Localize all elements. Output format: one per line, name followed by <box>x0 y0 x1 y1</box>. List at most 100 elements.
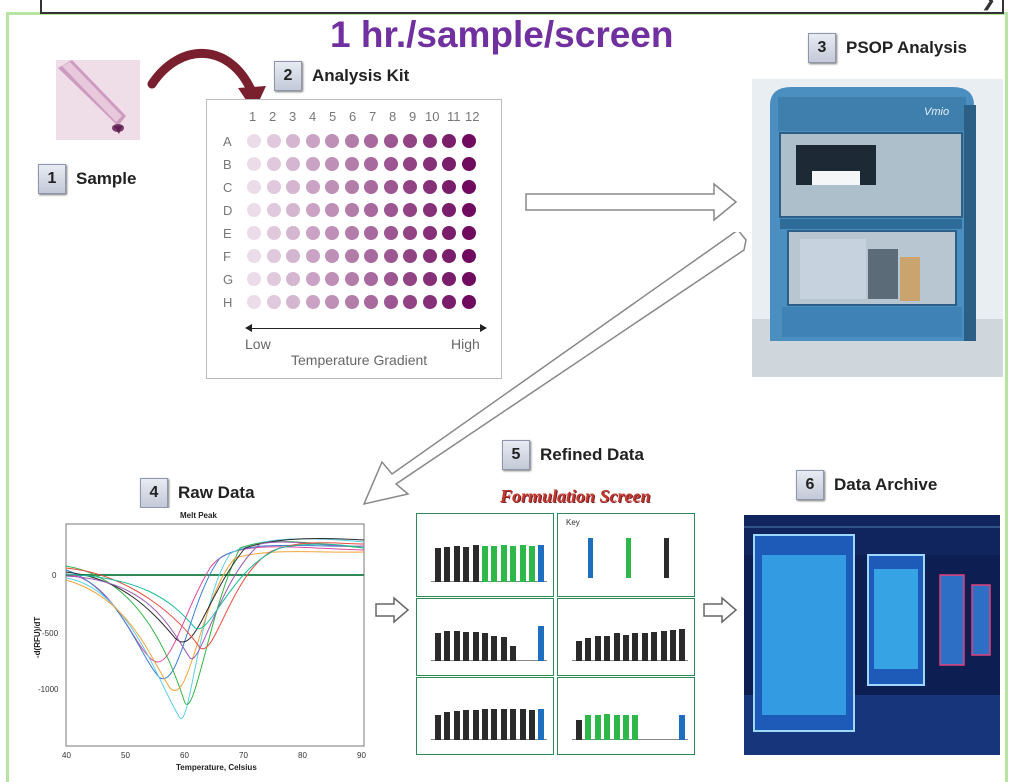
plate-well <box>305 134 320 148</box>
formulation-screen-title: Formulation Screen <box>500 486 651 506</box>
plate-well <box>383 226 398 240</box>
plate-well <box>364 180 378 194</box>
plate-row-label: G <box>223 272 234 287</box>
step-2: 2 Analysis Kit <box>274 61 409 91</box>
mini-bar <box>594 636 601 661</box>
plate-well <box>266 203 281 217</box>
refined-chart-4 <box>416 677 554 755</box>
plate-well <box>383 295 398 309</box>
plate-well <box>266 249 281 263</box>
mini-bar <box>529 710 535 740</box>
mini-bar <box>641 633 648 661</box>
plate-well <box>247 295 261 309</box>
plate-well <box>442 295 456 309</box>
mini-axis <box>431 660 547 661</box>
key-bar-blue <box>588 538 593 578</box>
plate-well <box>403 134 417 148</box>
step-5: 5 Refined Data <box>502 440 644 470</box>
plate-column-label: 10 <box>425 109 440 124</box>
plate-column-label: 12 <box>465 109 480 124</box>
plate-well <box>383 249 398 263</box>
plate-well <box>286 295 300 309</box>
step-badge: 3 <box>808 33 836 63</box>
plate-well <box>286 272 300 286</box>
refined-chart-2 <box>416 598 554 676</box>
headline: 1 hr./sample/screen <box>330 14 674 55</box>
refined-key-panel: Key <box>557 513 695 597</box>
plate-well <box>422 226 437 240</box>
plate-well <box>442 249 456 263</box>
refined-chart-5 <box>557 677 695 755</box>
plate-well <box>286 249 300 263</box>
mini-bar <box>444 547 451 582</box>
plate-well <box>422 249 437 263</box>
plate-column-label: 7 <box>369 109 377 124</box>
mini-bar <box>632 633 639 661</box>
plate-well <box>325 203 339 217</box>
plate-row-label: F <box>223 249 231 264</box>
step-badge: 5 <box>502 440 530 470</box>
plate-well <box>364 157 378 171</box>
refined-chart-3 <box>557 598 695 676</box>
plate-well <box>403 226 417 240</box>
plate-well <box>422 295 437 309</box>
plate-well <box>461 272 476 286</box>
sample-pipette-image <box>56 60 140 140</box>
step-1: 1 Sample <box>38 164 136 194</box>
plate-well <box>383 203 398 217</box>
plate-well <box>442 203 456 217</box>
plate-well <box>442 157 456 171</box>
plate-well <box>383 180 398 194</box>
gradient-low-label: Low <box>245 336 271 352</box>
mini-bar <box>613 715 620 740</box>
plate-column-label: 2 <box>269 109 277 124</box>
mini-bar <box>482 546 488 582</box>
mini-bar <box>463 710 470 740</box>
plate-well <box>266 272 281 286</box>
step-badge: 2 <box>274 61 302 91</box>
plate-well <box>422 134 437 148</box>
mini-bar <box>510 709 517 740</box>
plate-column-label: 9 <box>409 109 417 124</box>
plate-well <box>422 272 437 286</box>
plate-well <box>364 295 378 309</box>
x-tick: 90 <box>357 751 366 760</box>
plate-well <box>403 180 417 194</box>
plate-row-label: A <box>223 134 232 149</box>
mini-bar <box>482 709 488 740</box>
plate-well <box>286 203 300 217</box>
plate-well <box>247 134 261 148</box>
mini-bar <box>435 715 441 740</box>
plate-well <box>247 180 261 194</box>
mini-axis <box>431 581 547 582</box>
plate-well <box>461 180 476 194</box>
plate-well <box>442 226 456 240</box>
plate-well <box>364 249 378 263</box>
plate-well <box>442 272 456 286</box>
plate-well <box>403 203 417 217</box>
mini-bar <box>576 641 582 661</box>
data-archive-server-image <box>744 515 1000 755</box>
mini-bar <box>538 545 545 582</box>
mini-bar <box>472 545 479 582</box>
step-label: Analysis Kit <box>312 66 410 85</box>
plate-well <box>461 295 476 309</box>
refined-chart-1 <box>416 513 554 597</box>
plate-row-label: H <box>223 295 233 310</box>
y-tick: -1000 <box>38 685 59 694</box>
mini-bar <box>453 631 460 661</box>
mini-bar <box>651 632 658 661</box>
plate-well <box>266 180 281 194</box>
plate-well <box>344 226 359 240</box>
psop-instrument-image: Vmio <box>752 79 1003 377</box>
plate-well <box>266 157 281 171</box>
plate-well <box>325 272 339 286</box>
plate-well <box>403 272 417 286</box>
plate-well <box>344 157 359 171</box>
plate-well <box>286 134 300 148</box>
step-badge: 1 <box>38 164 66 194</box>
mini-bar <box>482 633 488 661</box>
top-banner-arrow: ❯ <box>40 0 1004 14</box>
melt-peak-xlabel: Temperature, Celsius <box>176 763 257 772</box>
